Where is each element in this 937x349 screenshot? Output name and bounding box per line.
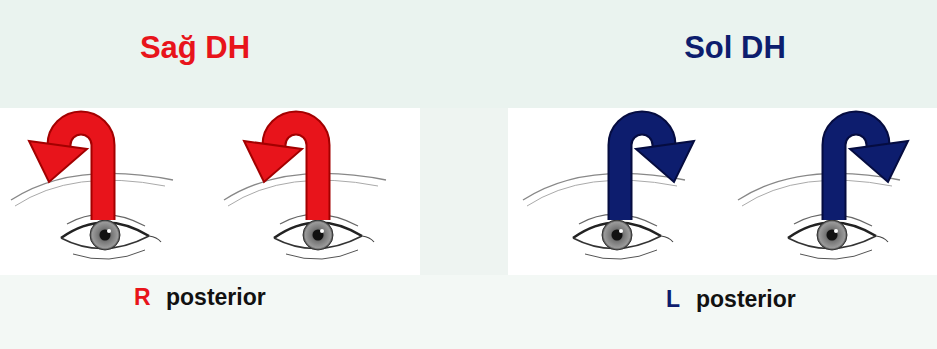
panel: Sol DH Lposterior [508,0,937,349]
rotation-arrow [29,123,103,220]
eye-drawing [224,173,386,259]
bottom-band [0,275,937,349]
picture-panel [508,108,937,275]
rotation-arrow [244,123,318,220]
canal-label: posterior [696,286,796,312]
rotation-arrow [620,123,694,220]
top-band [0,0,937,108]
rotation-arrow [834,123,908,220]
panel-title: Sağ DH [0,30,390,66]
side-letter: L [666,286,680,312]
eye-drawing [738,173,900,259]
eye-drawing [523,173,685,259]
picture-panel [0,108,420,275]
panel-title: Sol DH [508,30,937,66]
canal-label: posterior [166,284,266,310]
panel: Sağ DH Rposterior [0,0,420,349]
side-letter: R [134,284,151,310]
